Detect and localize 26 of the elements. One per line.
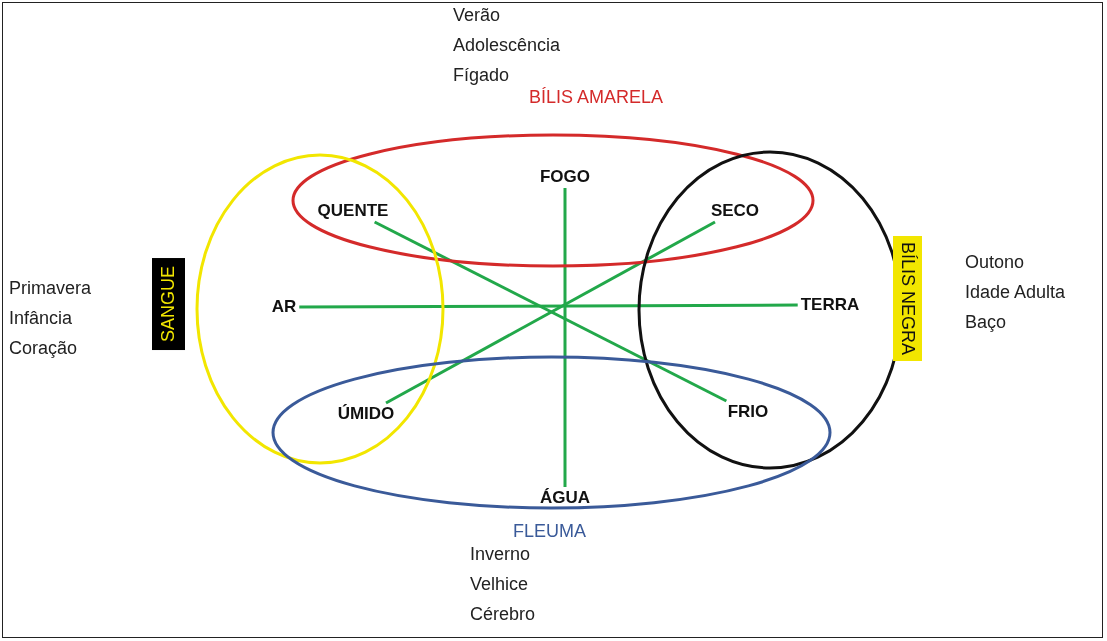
side-note: Infância <box>9 307 74 330</box>
side-note: Baço <box>965 311 1008 334</box>
side-note: Inverno <box>470 543 532 566</box>
side-note: Adolescência <box>453 34 561 57</box>
connector-line <box>299 303 798 309</box>
element-label: ÁGUA <box>539 488 591 508</box>
side-note: Idade Adulta <box>965 281 1066 304</box>
side-note: Outono <box>965 251 1026 274</box>
side-note: Verão <box>453 4 502 27</box>
element-label: FRIO <box>727 402 769 422</box>
element-label: AR <box>271 297 297 317</box>
element-label: QUENTE <box>317 201 389 221</box>
humor-label: BÍLIS AMARELA <box>529 87 664 108</box>
element-label: SECO <box>710 201 760 221</box>
element-label: ÚMIDO <box>337 404 395 424</box>
connector-line <box>563 188 567 487</box>
side-note: Coração <box>9 337 79 360</box>
side-note: Primavera <box>9 277 92 300</box>
side-note: Cérebro <box>470 603 536 626</box>
humor-label: FLEUMA <box>513 521 586 542</box>
element-label: TERRA <box>800 295 860 315</box>
element-label: FOGO <box>539 167 591 187</box>
humor-label: BÍLIS NEGRA <box>893 236 922 362</box>
humor-label: SANGUE <box>152 258 185 351</box>
side-note: Fígado <box>453 64 511 87</box>
side-note: Velhice <box>470 573 530 596</box>
